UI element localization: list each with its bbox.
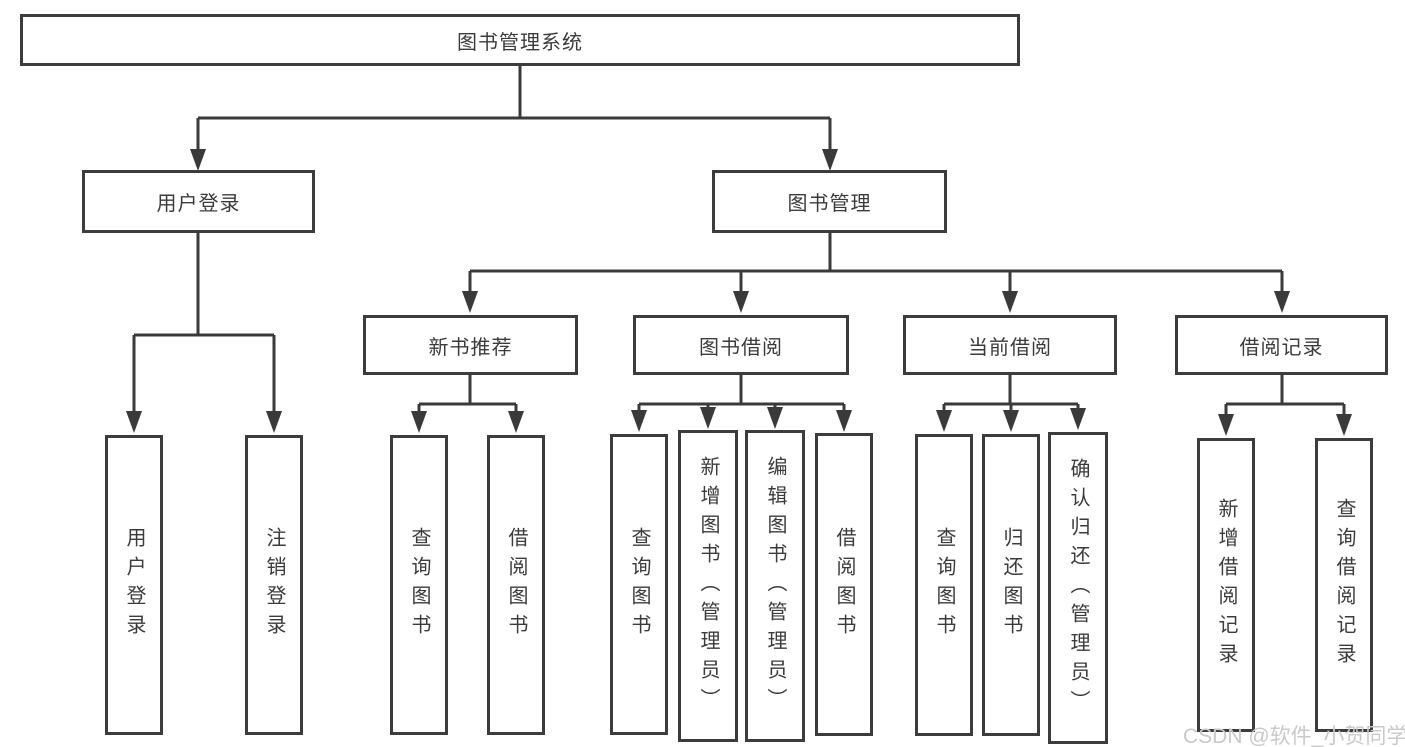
leaf-user-login-label: 用户登录 [123,527,145,643]
leaf-query-books-borrow-label: 查询图书 [628,526,650,643]
node-book-borrow: 图书借阅 [633,315,849,375]
node-root-label: 图书管理系统 [457,31,583,54]
leaf-confirm-return-admin-label: 确认归还（管理员） [1067,457,1089,719]
leaf-logout-login: 注销登录 [245,435,303,735]
leaf-query-books-recommend: 查询图书 [390,435,448,735]
node-book-borrow-label: 图书借阅 [699,336,783,359]
leaf-query-books-recommend-label: 查询图书 [408,527,430,643]
leaf-query-books-borrow: 查询图书 [610,434,668,735]
leaf-query-borrow-record-label: 查询借阅记录 [1333,498,1355,672]
leaf-add-borrow-record-label: 新增借阅记录 [1215,498,1237,672]
leaf-query-books-current: 查询图书 [915,434,973,736]
leaf-return-books-label: 归还图书 [1000,527,1022,643]
leaf-edit-books-admin-label: 编辑图书（管理员） [764,455,786,717]
leaf-query-books-current-label: 查询图书 [933,527,955,643]
leaf-query-borrow-record: 查询借阅记录 [1315,438,1373,732]
leaf-borrow-books: 借阅图书 [815,433,873,736]
csdn-watermark: CSDN @软件_小贺同学 [1183,725,1405,747]
leaf-logout-login-label: 注销登录 [263,527,285,643]
node-current-borrow: 当前借阅 [903,315,1117,375]
leaf-add-books-admin: 新增图书（管理员） [678,430,738,742]
node-borrow-records: 借阅记录 [1175,315,1388,375]
leaf-borrow-books-recommend: 借阅图书 [487,435,545,735]
leaf-borrow-books-recommend-label: 借阅图书 [505,527,527,643]
leaf-user-login: 用户登录 [105,435,163,735]
node-root-system: 图书管理系统 [20,14,1020,66]
node-new-book-recommend-label: 新书推荐 [428,336,513,359]
leaf-borrow-books-label: 借阅图书 [833,526,855,643]
node-borrow-records-label: 借阅记录 [1239,336,1324,359]
leaf-add-books-admin-label: 新增图书（管理员） [697,455,719,717]
leaf-return-books: 归还图书 [982,434,1040,736]
node-book-management-label: 图书管理 [787,193,872,215]
leaf-edit-books-admin: 编辑图书（管理员） [745,430,805,742]
node-user-login: 用户登录 [82,170,315,233]
node-new-book-recommend: 新书推荐 [363,315,578,375]
node-current-borrow-label: 当前借阅 [968,336,1052,359]
leaf-confirm-return-admin: 确认归还（管理员） [1048,432,1108,744]
leaf-add-borrow-record: 新增借阅记录 [1197,438,1255,732]
node-book-management: 图书管理 [712,170,947,233]
node-user-login-label: 用户登录 [156,193,241,215]
